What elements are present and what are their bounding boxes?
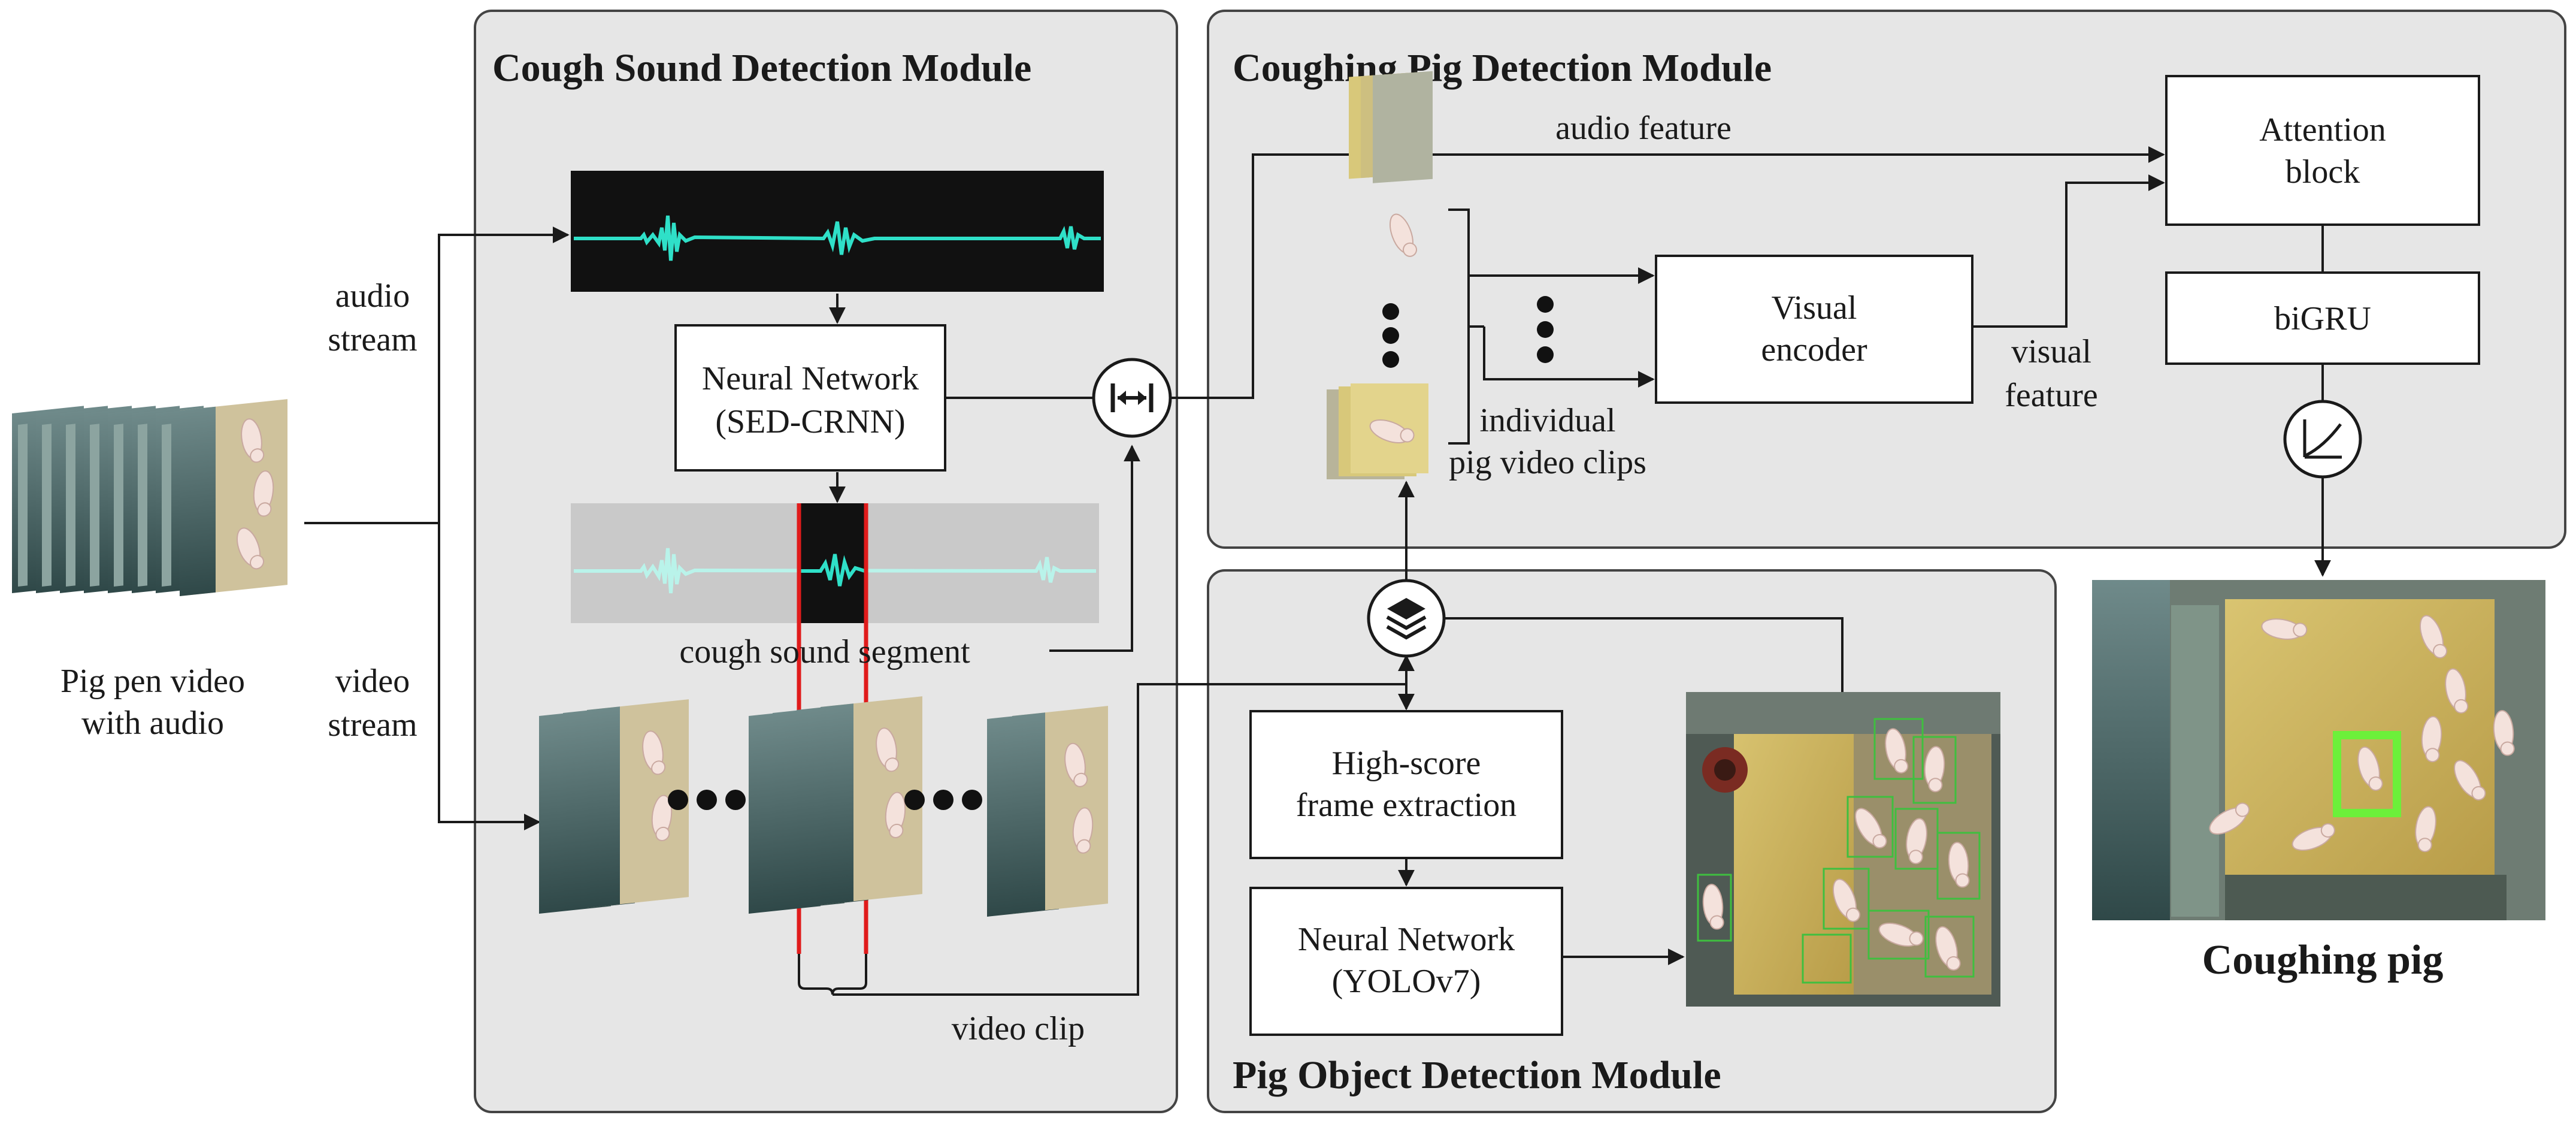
encoder-input-dots [1537, 296, 1554, 363]
ellipsis-dots-2 [904, 790, 982, 810]
pig-clip-bottom [1327, 383, 1428, 479]
bigru-block [2165, 271, 2480, 365]
attention-line2: block [2286, 153, 2360, 191]
video-stream-label-line1: video [335, 663, 410, 700]
yolo-block [1249, 887, 1563, 1036]
cough-segment-trace [800, 554, 865, 587]
clips-to-encoder-arrow-bottom [1483, 327, 1655, 388]
input-video-stack [12, 399, 287, 596]
audio-stream-arrow [438, 226, 570, 523]
highscore-line2: frame extraction [1296, 787, 1516, 824]
encoder-to-attention-arrow [1972, 174, 2165, 328]
sed-crnn-line2: (SED-CRNN) [715, 403, 905, 440]
visual-feature-line1: visual [2011, 333, 2091, 370]
detection-image [1686, 692, 2000, 1007]
cough-sound-module-title: Cough Sound Detection Module [492, 46, 1031, 90]
visual-feature-line2: feature [2005, 377, 2097, 414]
ellipsis-dots-1 [668, 790, 746, 810]
yolo-line2: (YOLOv7) [1332, 963, 1481, 1000]
segment-waveform-trace [574, 548, 1096, 594]
pig-clip-dots [1382, 303, 1399, 368]
visual-encoder-line1: Visual [1772, 289, 1857, 327]
output-image [2092, 580, 2545, 920]
input-caption-line2: with audio [81, 705, 224, 742]
attention-line1: Attention [2259, 111, 2386, 149]
video-clip-line [833, 683, 1406, 996]
highscore-line1: High-score [1332, 745, 1481, 782]
yolo-line1: Neural Network [1298, 921, 1515, 958]
highscore-block [1249, 710, 1563, 859]
video-frames-group-1 [539, 699, 689, 914]
activation-icon [2283, 400, 2362, 479]
visual-encoder-block [1655, 255, 1973, 404]
coughing-pig-module-title: Coughing Pig Detection Module [1233, 46, 1772, 90]
output-caption: Coughing pig [2202, 937, 2444, 983]
clips-label-line1: individual [1479, 402, 1615, 439]
layers-icon [1367, 579, 1446, 658]
visual-encoder-line2: encoder [1761, 331, 1867, 368]
clips-label-line2: pig video clips [1449, 444, 1646, 481]
bigru-label: biGRU [2274, 300, 2371, 337]
video-frames-group-2 [749, 696, 922, 914]
segment-to-sync-arrow [1049, 445, 1140, 652]
audio-stream-label-line2: stream [328, 321, 417, 358]
detection-to-layers-line [1444, 617, 1844, 692]
cough-segment-label: cough sound segment [679, 633, 970, 670]
audio-feature-label: audio feature [1555, 110, 1732, 147]
video-frames-group-3 [987, 706, 1108, 917]
video-clip-label: video clip [952, 1010, 1085, 1047]
video-stream-label-line2: stream [328, 706, 417, 744]
audio-stream-label-line1: audio [335, 277, 410, 315]
attention-block [2165, 75, 2480, 226]
pig-clip-top [1349, 71, 1433, 261]
sed-crnn-block [674, 324, 946, 472]
pig-object-module-title: Pig Object Detection Module [1233, 1053, 1721, 1097]
sync-to-audio-feature-arrow [1170, 146, 2165, 399]
input-caption-line1: Pig pen video [60, 663, 245, 700]
sed-crnn-line1: Neural Network [702, 360, 919, 397]
coughing-pig-highlight [2333, 731, 2401, 817]
waveform-trace [574, 215, 1101, 261]
sync-icon [1092, 358, 1172, 438]
video-stream-arrow [438, 523, 541, 830]
